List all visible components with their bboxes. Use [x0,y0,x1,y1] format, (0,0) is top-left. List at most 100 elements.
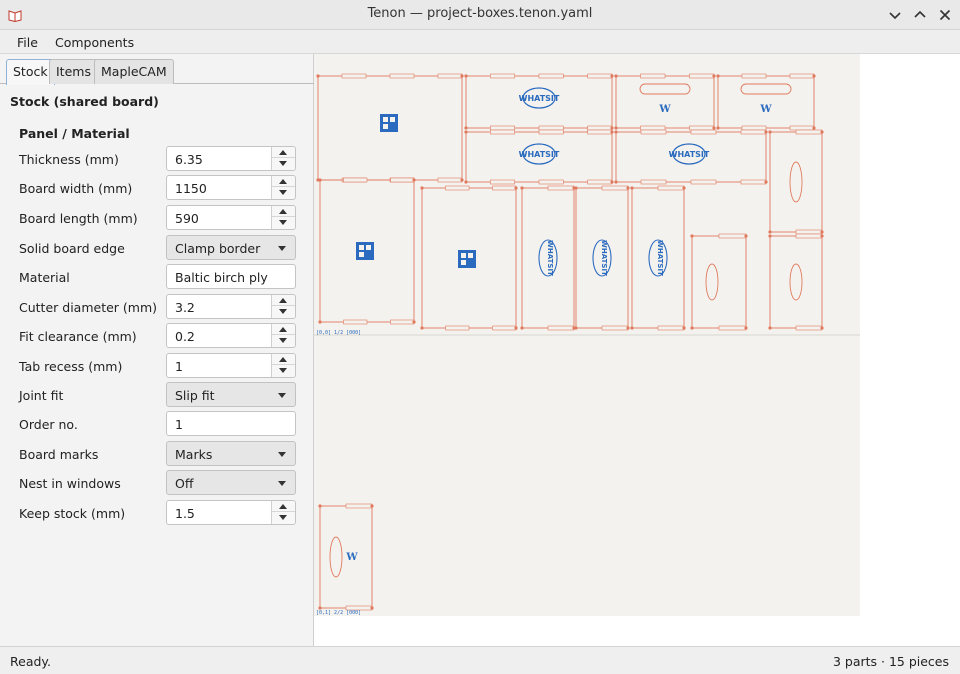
spinner[interactable]: 3.2 [166,294,296,319]
handle-cutout [705,263,719,301]
form-row: Board width (mm)1150 [0,175,314,201]
form-row: Fit clearance (mm)0.2 [0,323,314,349]
finger-joint [587,125,613,131]
decrement-button[interactable] [272,306,295,317]
increment-button[interactable] [272,324,295,335]
text-field[interactable]: 1 [166,411,296,436]
caret-up-icon [279,504,287,509]
finger-joint [690,179,717,185]
field-label: Tab recess (mm) [19,359,123,374]
decrement-button[interactable] [272,512,295,523]
qr-code-cell [390,117,395,122]
finger-joint [343,319,368,325]
text-field[interactable]: Baltic birch ply [166,264,296,289]
caret-up-icon [279,209,287,214]
minimize-chevron-icon[interactable] [886,6,904,24]
panel-title: Stock (shared board) [10,94,159,109]
tab-dot [318,178,322,182]
finger-joint [341,73,367,79]
field-value: 1 [175,417,183,432]
tab-stock[interactable]: Stock [6,59,55,85]
finger-joint [690,129,717,135]
tab-dot [716,74,720,78]
tab-dot [820,326,824,330]
caret-down-icon [279,515,287,520]
finger-joint [538,73,564,79]
decrement-button[interactable] [272,335,295,346]
dropdown-arrow-icon [278,481,286,486]
increment-button[interactable] [272,354,295,365]
finger-joint [490,129,515,135]
dropdown[interactable]: Clamp border [166,235,296,260]
tab-dot [768,234,772,238]
logo-badge [592,239,612,277]
logo-initial: W [759,104,772,115]
spinner[interactable]: 1150 [166,175,296,200]
tab-dot [744,234,748,238]
finger-joint [538,179,564,185]
decrement-button[interactable] [272,365,295,376]
dropdown[interactable]: Marks [166,441,296,466]
increment-button[interactable] [272,295,295,306]
field-value: 590 [175,211,199,226]
spinner[interactable]: 0.2 [166,323,296,348]
tab-dot [682,326,686,330]
spinner[interactable]: 6.35 [166,146,296,171]
increment-button[interactable] [272,176,295,187]
increment-button[interactable] [272,206,295,217]
dropdown[interactable]: Slip fit [166,382,296,407]
tab-dot [690,326,694,330]
tab-dot [682,186,686,190]
logo-text: WHATSIT [519,94,560,103]
maximize-chevron-icon[interactable] [911,6,929,24]
tab-dot [820,130,824,134]
spinner[interactable]: 590 [166,205,296,230]
finger-joint [445,325,470,331]
tab-dot [520,326,524,330]
form-row: Cutter diameter (mm)3.2 [0,294,314,320]
menu-bar: File Components [0,30,960,54]
spinner[interactable]: 1.5 [166,500,296,525]
finger-joint [740,179,767,185]
finger-joint [437,177,463,183]
tab-dot [626,186,630,190]
tab-dot [820,234,824,238]
tab-items[interactable]: Items [49,59,98,84]
menu-components[interactable]: Components [55,35,135,50]
increment-button[interactable] [272,501,295,512]
decrement-button[interactable] [272,187,295,198]
spinner[interactable]: 1 [166,353,296,378]
qr-code-cell [383,124,388,129]
tab-maplecam[interactable]: MapleCAM [94,59,174,84]
logo-badge [648,239,668,277]
finger-joint [640,129,667,135]
tab-dot [412,320,416,324]
close-icon[interactable] [936,6,954,24]
caret-down-icon [279,190,287,195]
tab-dot [318,606,322,610]
finger-joint [587,73,613,79]
caret-down-icon [279,309,287,314]
logo-badge [522,87,556,109]
tab-dot [712,126,716,130]
board-label: [0,1] 2/2 [000] [316,610,361,616]
decrement-button[interactable] [272,217,295,228]
dropdown[interactable]: Off [166,470,296,495]
menu-file[interactable]: File [17,35,38,50]
decrement-button[interactable] [272,158,295,169]
field-value: Marks [175,447,213,462]
tab-dot [812,126,816,130]
form-row: Board length (mm)590 [0,205,314,231]
field-value: 0.2 [175,329,195,344]
qr-code-cell [366,245,371,250]
spinner-buttons [271,147,295,170]
finger-joint [689,73,715,79]
tab-dot [744,326,748,330]
finger-joint [718,233,747,239]
finger-joint [601,325,629,331]
field-label: Joint fit [19,388,64,403]
increment-button[interactable] [272,147,295,158]
